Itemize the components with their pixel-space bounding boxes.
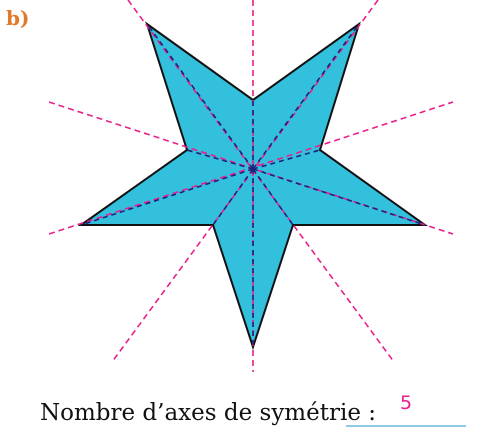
- inner-line-left-tip: [80, 168, 254, 226]
- inner-line-bottom-left-notch: [212, 168, 254, 226]
- symmetry-axis-top-left: [127, 0, 395, 363]
- inner-line-top-left-tip: [146, 23, 254, 170]
- exercise-label: b): [6, 6, 30, 30]
- inner-line-bottom-right-notch: [252, 168, 294, 226]
- inner-line-top-right-tip: [252, 23, 360, 170]
- inner-line-left-notch: [186, 149, 254, 170]
- inner-line-right-notch: [252, 149, 321, 170]
- star-symmetry-diagram: [48, 0, 454, 372]
- answer-value: 5: [399, 392, 413, 414]
- inner-line-right-tip: [252, 168, 426, 226]
- inner-center-lines: [80, 23, 426, 347]
- answer-underline: [346, 425, 466, 427]
- symmetry-axis-top-right: [111, 0, 379, 363]
- symmetry-question: Nombre d’axes de symétrie :: [40, 400, 376, 426]
